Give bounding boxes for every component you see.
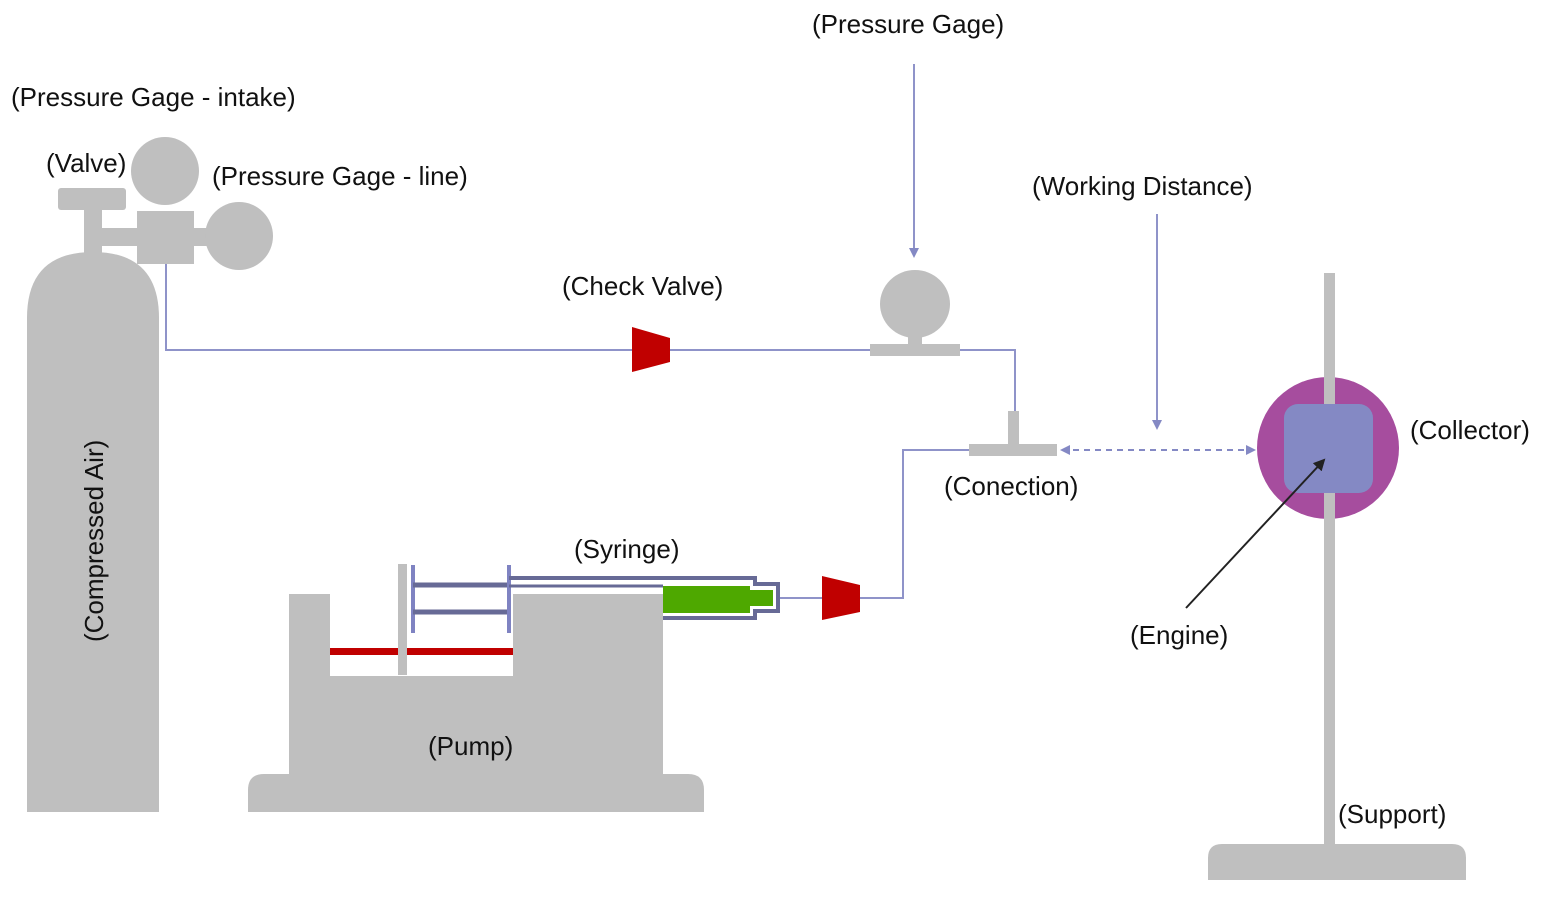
support [1208, 273, 1466, 880]
label-syringe: (Syringe) [574, 534, 679, 564]
valve [58, 188, 126, 210]
label-pump: (Pump) [428, 731, 513, 761]
pressure-gage-intake-dial [131, 137, 199, 205]
label-compressed-air: (Compressed Air) [79, 440, 109, 642]
label-collector: (Collector) [1410, 415, 1530, 445]
support-rod-through-collector-lower [1324, 492, 1335, 520]
pump-pusher [398, 564, 407, 675]
label-pressure-gage-line: (Pressure Gage - line) [212, 161, 468, 191]
label-conection: (Conection) [944, 471, 1078, 501]
label-pressure-gage-intake: (Pressure Gage - intake) [11, 82, 296, 112]
support-rod-through-collector [1324, 377, 1335, 407]
pressure-gage-line-dial [205, 202, 273, 270]
label-engine: (Engine) [1130, 620, 1228, 650]
label-support: (Support) [1338, 799, 1446, 829]
air-line [165, 264, 632, 351]
engine-pointer [1185, 458, 1326, 609]
pump [248, 594, 704, 812]
pressure-gage [870, 270, 960, 356]
liquid-line-2 [860, 449, 969, 599]
engine [1284, 404, 1373, 493]
pump-rail [330, 648, 513, 655]
label-pressure-gage: (Pressure Gage) [812, 9, 1004, 39]
air-line-3 [960, 349, 1016, 412]
syringe [411, 565, 780, 633]
check-valve-2 [822, 576, 860, 620]
regulator [100, 211, 210, 264]
label-check-valve: (Check Valve) [562, 271, 723, 301]
label-valve: (Valve) [46, 148, 126, 178]
label-working-distance: (Working Distance) [1032, 171, 1253, 201]
compressed-air-tank [27, 205, 159, 812]
connection [969, 411, 1057, 456]
check-valve-1 [632, 327, 670, 372]
